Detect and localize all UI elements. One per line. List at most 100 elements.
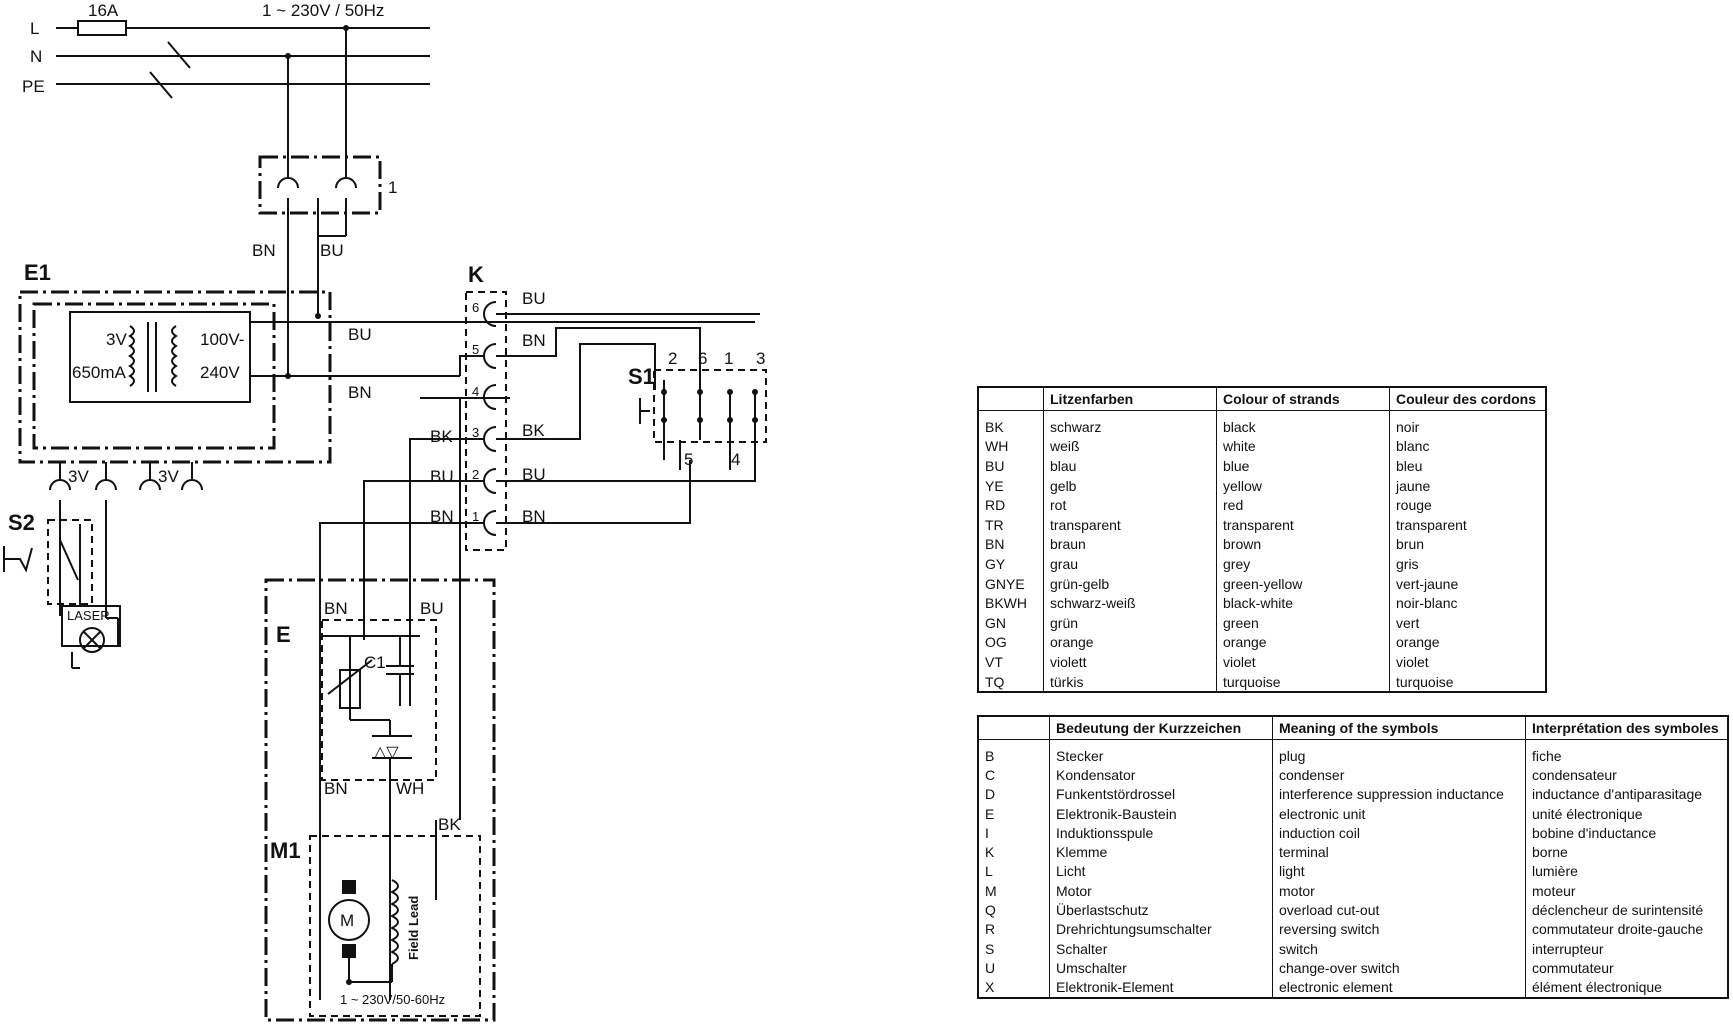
table-cell: electronic element xyxy=(1272,977,1526,998)
laser-label: LASER xyxy=(67,608,110,623)
table-cell: vert xyxy=(1389,612,1546,633)
terminal-number: 4 xyxy=(472,384,479,399)
table-cell: black-white xyxy=(1216,593,1390,613)
table-cell: Überlastschutz xyxy=(1049,900,1273,920)
table-cell: Klemme xyxy=(1049,842,1273,862)
trafo-240v: 240V xyxy=(200,363,240,382)
s1-contact: 2 xyxy=(668,349,677,368)
table-cell: jaune xyxy=(1389,475,1546,496)
line-l-label: L xyxy=(30,19,39,38)
table-cell: inductance d'antiparasitage xyxy=(1525,784,1728,804)
table-cell: change-over switch xyxy=(1272,958,1526,978)
s1-contact: 5 xyxy=(684,450,693,469)
table-cell: BN xyxy=(985,536,1005,553)
s1-contact: 6 xyxy=(698,349,707,368)
table-cell: violett xyxy=(1043,652,1217,672)
line-pe-label: PE xyxy=(22,77,45,96)
table-cell: déclencheur de surintensité xyxy=(1525,900,1728,920)
table-cell: BU xyxy=(985,457,1005,474)
field-lead-label: Field Lead xyxy=(406,896,421,960)
table-cell: transparent xyxy=(1043,514,1217,535)
table-cell: orange xyxy=(1043,632,1217,653)
table-cell: S xyxy=(985,940,995,957)
table-cell: bleu xyxy=(1389,456,1546,476)
terminal-number: 2 xyxy=(472,467,479,482)
table-cell: rot xyxy=(1043,495,1217,515)
e-title: E xyxy=(276,622,291,647)
table-cell: motor xyxy=(1272,881,1526,901)
table-cell: switch xyxy=(1272,938,1526,959)
wire-label: BK xyxy=(438,815,461,834)
table-cell: Kondensator xyxy=(1049,765,1273,785)
table-cell: interference suppression inductance xyxy=(1272,784,1526,804)
table-cell: violet xyxy=(1389,652,1546,672)
table-cell: VT xyxy=(985,653,1003,670)
laser-circuit xyxy=(3,462,203,669)
motor-m1 xyxy=(309,835,481,1017)
table-cell: Licht xyxy=(1049,861,1273,882)
table-cell: weiß xyxy=(1043,436,1217,457)
laser-3v-label-b: 3V xyxy=(158,467,179,486)
wire-label: BN xyxy=(348,383,372,402)
fuse-label: 16A xyxy=(88,1,119,20)
table-cell: B xyxy=(985,747,995,764)
table-cell: interrupteur xyxy=(1525,938,1728,959)
terminal-number: 3 xyxy=(472,425,479,440)
table-header: Interprétation des symboles xyxy=(1525,716,1728,740)
table-cell: schwarz xyxy=(1043,410,1217,437)
wire-label: WH xyxy=(396,779,424,798)
table-cell: brun xyxy=(1389,534,1546,555)
s1-contact: 3 xyxy=(756,349,765,368)
wiring-diagram: L N PE 16A 1 ~ 230V / 50Hz 1 BN BU E1 3V… xyxy=(3,1,767,1022)
trafo-3v: 3V xyxy=(106,330,127,349)
table-cell: condensateur xyxy=(1525,765,1728,785)
table-cell: GN xyxy=(985,614,1006,631)
table-header: Litzenfarben xyxy=(1043,387,1217,411)
table-cell: grün-gelb xyxy=(1043,573,1217,594)
symbol-meaning-table: Bedeutung der Kurzzeichen Meaning of the… xyxy=(977,715,1729,999)
table-cell: GNYE xyxy=(985,575,1025,592)
wire-label: BN xyxy=(522,507,546,526)
table-cell: fiche xyxy=(1525,739,1728,766)
wire-label: BK xyxy=(430,427,453,446)
table-cell: élément électronique xyxy=(1525,977,1728,998)
table-cell: transparent xyxy=(1389,514,1546,535)
c1-label: C1 xyxy=(364,653,386,672)
wire-label: BN xyxy=(324,779,348,798)
table-cell: bobine d'inductance xyxy=(1525,823,1728,843)
table-cell: electronic unit xyxy=(1272,803,1526,824)
wire-label: BU xyxy=(522,465,546,484)
table-header-row: Litzenfarben Colour of strands Couleur d… xyxy=(978,387,1546,411)
table-cell: Motor xyxy=(1049,881,1273,901)
wire-label: BU xyxy=(348,325,372,344)
table-cell: blue xyxy=(1216,456,1390,476)
table-cell: gris xyxy=(1389,554,1546,574)
wire-label: BU xyxy=(522,289,546,308)
table-cell: lumière xyxy=(1525,861,1728,882)
trafo-100v: 100V- xyxy=(200,330,244,349)
table-cell: gelb xyxy=(1043,475,1217,496)
table-cell: U xyxy=(985,959,996,976)
table-cell: brown xyxy=(1216,534,1390,555)
table-cell: Drehrichtungsumschalter xyxy=(1049,919,1273,939)
s2-title: S2 xyxy=(8,510,35,535)
table-cell: BK xyxy=(985,418,1004,435)
supply-voltage-label: 1 ~ 230V / 50Hz xyxy=(262,1,384,20)
table-cell: OG xyxy=(985,634,1007,651)
table-cell: R xyxy=(985,921,996,938)
table-header xyxy=(978,387,1044,411)
table-cell: yellow xyxy=(1216,475,1390,496)
table-cell: blau xyxy=(1043,456,1217,476)
wire-label: BN xyxy=(324,599,348,618)
table-cell: Elektronik-Element xyxy=(1049,977,1273,998)
terminal-block-k xyxy=(319,291,760,640)
m1-title: M1 xyxy=(270,838,301,863)
